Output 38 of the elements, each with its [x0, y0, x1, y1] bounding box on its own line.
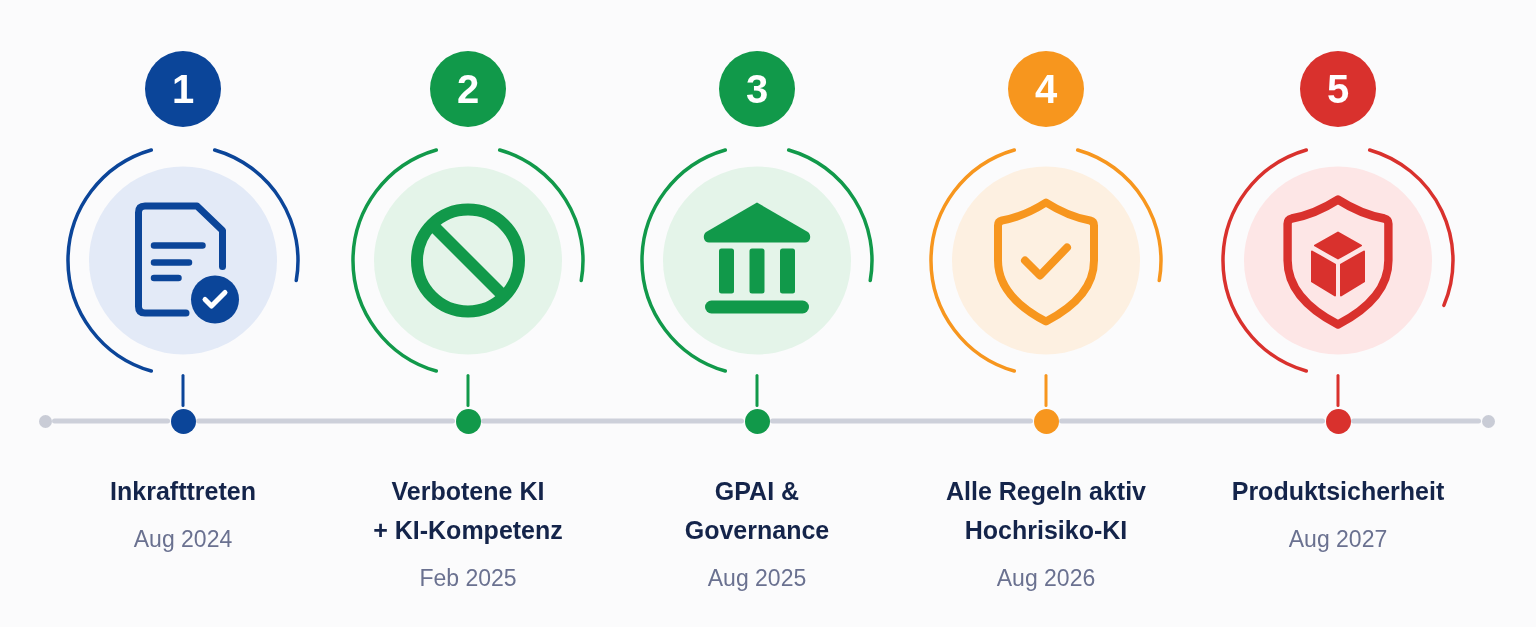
icon-ring — [929, 147, 1163, 373]
number-badge: 5 — [1300, 51, 1376, 127]
dot-icon — [455, 408, 481, 434]
milestone-title: Alle Regeln aktiv Hochrisiko-KI — [945, 476, 1147, 546]
number-badge: 3 — [719, 51, 795, 127]
timeline-line — [1351, 418, 1481, 424]
timeline-line — [52, 418, 170, 424]
timeline-line — [481, 418, 744, 424]
timeline-line — [196, 418, 455, 424]
connector-line — [466, 374, 470, 407]
number-badge: 1 — [145, 51, 221, 127]
number-badge: 4 — [1008, 51, 1084, 127]
milestone-date: Aug 2024 — [133, 525, 233, 554]
connector-line — [181, 374, 185, 407]
dot-icon — [1033, 408, 1059, 434]
dot-icon — [744, 408, 770, 434]
dot-icon — [38, 414, 52, 428]
connector-line — [1044, 374, 1048, 407]
dot-icon — [1325, 408, 1351, 434]
connector-line — [755, 374, 759, 407]
milestone-date: Aug 2027 — [1288, 525, 1388, 554]
milestone-title: GPAI & Governance — [684, 476, 830, 546]
milestone-date: Aug 2025 — [707, 564, 807, 593]
dot-icon — [170, 408, 196, 434]
icon-ring — [66, 147, 300, 373]
connector-line — [1336, 374, 1340, 407]
milestone-date: Feb 2025 — [419, 564, 517, 593]
icon-ring — [351, 147, 585, 373]
milestone-title: Inkrafttreten — [110, 476, 256, 507]
timeline-line — [770, 418, 1033, 424]
milestone-date: Aug 2026 — [996, 564, 1096, 593]
icon-ring — [640, 147, 874, 373]
icon-ring — [1221, 147, 1455, 373]
dot-icon — [1481, 414, 1495, 428]
milestone-title: Verbotene KI + KI-Kompetenz — [373, 476, 563, 546]
milestone-title: Produktsicherheit — [1231, 476, 1445, 507]
timeline-line — [1059, 418, 1325, 424]
number-badge: 2 — [430, 51, 506, 127]
